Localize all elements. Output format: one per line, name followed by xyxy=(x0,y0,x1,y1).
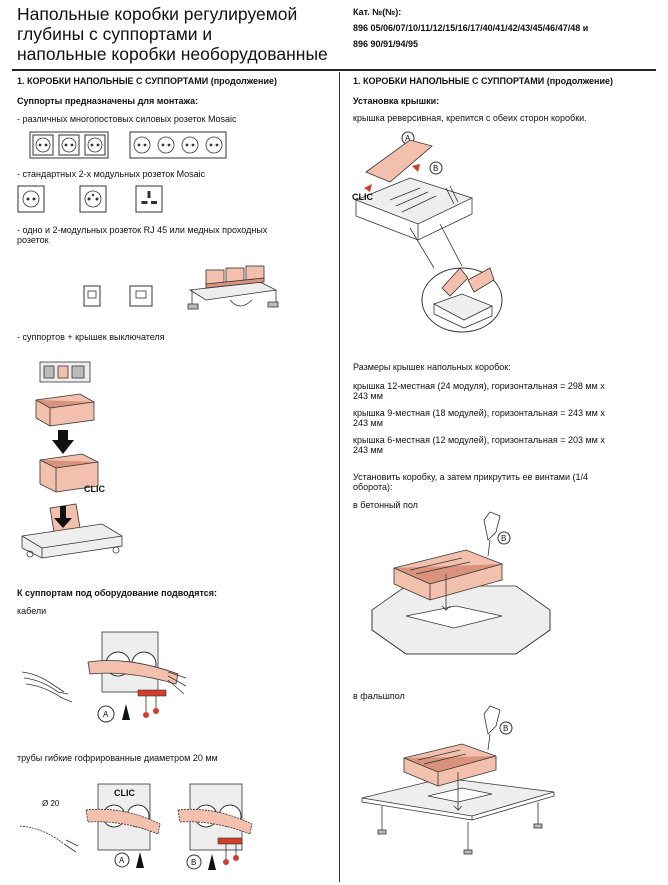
rj45-single-icon xyxy=(83,285,101,307)
switch-support-figure: CLIC xyxy=(21,361,123,559)
raised-floor-label: в фальшпол xyxy=(353,691,405,701)
marker-a-cover-label: A xyxy=(405,134,411,143)
item-rj45-line-1: - одно и 2-модульных розеток RJ 45 или м… xyxy=(17,225,268,235)
marker-b-raised xyxy=(499,721,513,735)
catalog-label: Кат. №(№): xyxy=(353,7,402,17)
install-line-2: оборота): xyxy=(353,482,393,492)
2module-sockets-figure xyxy=(17,185,163,213)
left-section-title: 1. КОРОБКИ НАПОЛЬНЫЕ С СУППОРТАМИ (продо… xyxy=(17,76,277,86)
install-line-1: Установить коробку, а затем прикрутить е… xyxy=(353,472,588,482)
size-6-line-2: 243 мм xyxy=(353,445,383,455)
floor-opening xyxy=(405,605,503,629)
catalog-line-2: 896 90/91/94/95 xyxy=(353,39,419,49)
tube-step-a: CLIC A xyxy=(85,783,161,868)
cable-clamp xyxy=(137,689,167,697)
cables-label: кабели xyxy=(17,606,47,616)
feed-title: К суппортам под оборудование подводятся: xyxy=(17,588,217,598)
schuko-socket-icon xyxy=(17,185,45,213)
size-12-line-2: 243 мм xyxy=(353,391,383,401)
french-socket-icon xyxy=(79,185,107,213)
concrete-floor-figure: B xyxy=(371,511,551,655)
marker-a xyxy=(97,705,115,723)
switch-cover xyxy=(35,393,95,427)
rj45-support-frame xyxy=(187,265,279,310)
size-12-line-1: крышка 12-местная (24 модуля), горизонта… xyxy=(353,381,605,391)
tubes-figure: Ø 20 CLIC A B xyxy=(19,783,253,870)
cover-title: Установка крышки: xyxy=(353,96,440,106)
raised-floor-opening xyxy=(427,787,493,803)
tubes-label: трубы гибкие гофрированные диаметром 20 … xyxy=(17,753,218,763)
arrow-down-icon-2 xyxy=(54,506,72,528)
item-multipost-sockets: - различных многопостовых силовых розето… xyxy=(17,114,237,124)
cables-figure: A xyxy=(21,631,187,723)
marker-b-cover xyxy=(429,161,443,175)
clic-label: CLIC xyxy=(84,484,105,494)
socket-strip-4 xyxy=(129,131,227,159)
sizes-title: Размеры крышек напольных коробок: xyxy=(353,362,511,372)
rj45-double-icon xyxy=(129,285,153,307)
uk-socket-icon xyxy=(135,185,163,213)
floor-pedestals xyxy=(381,802,539,850)
marker-b-concrete-label: B xyxy=(501,534,506,543)
rj45-figure xyxy=(83,265,279,310)
socket-strip-3 xyxy=(29,131,109,159)
title-line-3: напольные коробки необорудованные xyxy=(17,44,328,64)
item-switch-supports: - суппортов + крышек выключателя xyxy=(17,332,165,342)
floor-box xyxy=(354,177,474,225)
marker-b-tube: B xyxy=(191,858,196,867)
catalog-numbers: Кат. №(№): 896 05/06/07/10/11/12/15/16/1… xyxy=(353,4,658,52)
page-header: Напольные коробки регулируемой глубины с… xyxy=(0,0,668,70)
support-frame xyxy=(21,523,123,559)
tube-step-b: B xyxy=(177,783,253,870)
hand-screwdriver-icon-2 xyxy=(483,705,501,735)
cable-sheath xyxy=(87,660,179,685)
item-2module-sockets: - стандартных 2-х модульных розеток Mosa… xyxy=(17,169,206,179)
column-divider xyxy=(339,72,340,882)
arrow-down-icon-concrete xyxy=(441,574,451,611)
cable-bundle-icon xyxy=(21,671,63,699)
corrugated-tube-icon xyxy=(19,825,65,845)
concrete-floor-label: в бетонный пол xyxy=(353,500,418,510)
hand-screwdriver-icon xyxy=(483,511,501,541)
catalog-line-1: 896 05/06/07/10/11/12/15/16/17/40/41/42/… xyxy=(353,23,589,33)
arrow-up-icon xyxy=(122,704,130,720)
header-divider xyxy=(12,69,656,71)
cover-installation-figure: A B CLIC xyxy=(352,131,503,333)
right-section-title: 1. КОРОБКИ НАПОЛЬНЫЕ С СУППОРТАМИ (продо… xyxy=(353,76,613,86)
marker-b-concrete xyxy=(497,531,511,545)
supports-title: Суппорты предназначены для монтажа: xyxy=(17,96,199,106)
arrow-down-icon xyxy=(52,430,74,454)
title-line-2: глубины с суппортами и xyxy=(17,24,213,44)
size-6-line-1: крышка 6-местная (12 модулей), горизонта… xyxy=(353,435,605,445)
multipost-sockets-figure xyxy=(29,131,227,159)
marker-a-tube: A xyxy=(119,856,125,865)
clic-label-cover: CLIC xyxy=(352,192,373,202)
marker-a-label: A xyxy=(103,710,109,719)
item-rj45-line-2: розеток xyxy=(17,235,49,245)
marker-b-raised-label: B xyxy=(503,724,508,733)
raised-floor-figure: B xyxy=(361,705,555,855)
page-title: Напольные коробки регулируемой глубины с… xyxy=(17,4,337,64)
diameter-label: Ø 20 xyxy=(42,799,60,808)
marker-b-cover-label: B xyxy=(433,164,438,173)
arrow-down-icon-raised xyxy=(453,772,463,811)
title-line-1: Напольные коробки регулируемой xyxy=(17,4,298,24)
size-9-line-2: 243 мм xyxy=(353,418,383,428)
box-lid xyxy=(365,139,433,183)
cover-text: крышка реверсивная, крепится с обеих сто… xyxy=(353,113,587,123)
clic-label-tube: CLIC xyxy=(114,788,135,798)
size-9-line-1: крышка 9-местная (18 модулей), горизонта… xyxy=(353,408,605,418)
